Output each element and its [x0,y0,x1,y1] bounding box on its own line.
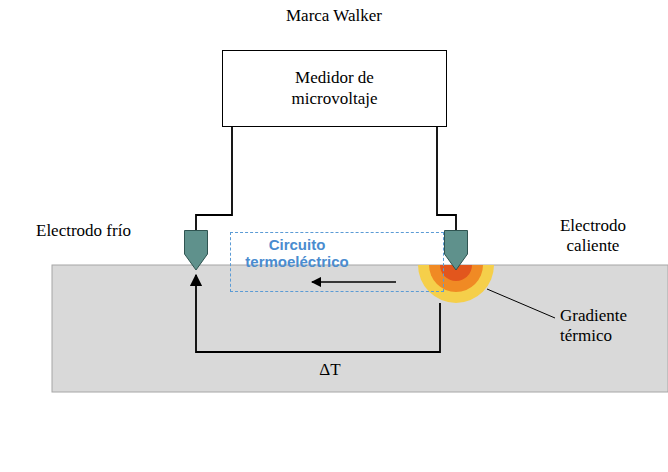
electrode-label: Electrodo caliente [548,216,638,255]
gradient-label: Gradiente térmico [560,306,660,345]
meter-box: Medidor de microvoltaje [222,50,447,127]
electrode-shape [444,230,468,270]
leader-line [487,289,555,318]
current-arrow [312,281,396,283]
delta-t-label: ΔT [300,360,360,380]
delta-t-loop-arrow [196,275,440,352]
hot-spot [418,265,494,303]
cold-electrode: Electrodo frío [184,230,208,270]
electrode-shape [184,230,208,270]
wire [196,127,232,230]
metal-plate [52,265,668,392]
hot-electrode: Electrodo caliente [444,230,468,270]
box-label: Circuito termoeléctrico [237,236,357,271]
thermoelectric-circuit: Circuito termoeléctrico [230,232,444,292]
electrode-label: Electrodo frío [36,221,176,241]
box-label: Medidor de microvoltaje [275,68,395,109]
wire [437,127,456,230]
diagram-title: Marca Walker [0,6,668,26]
